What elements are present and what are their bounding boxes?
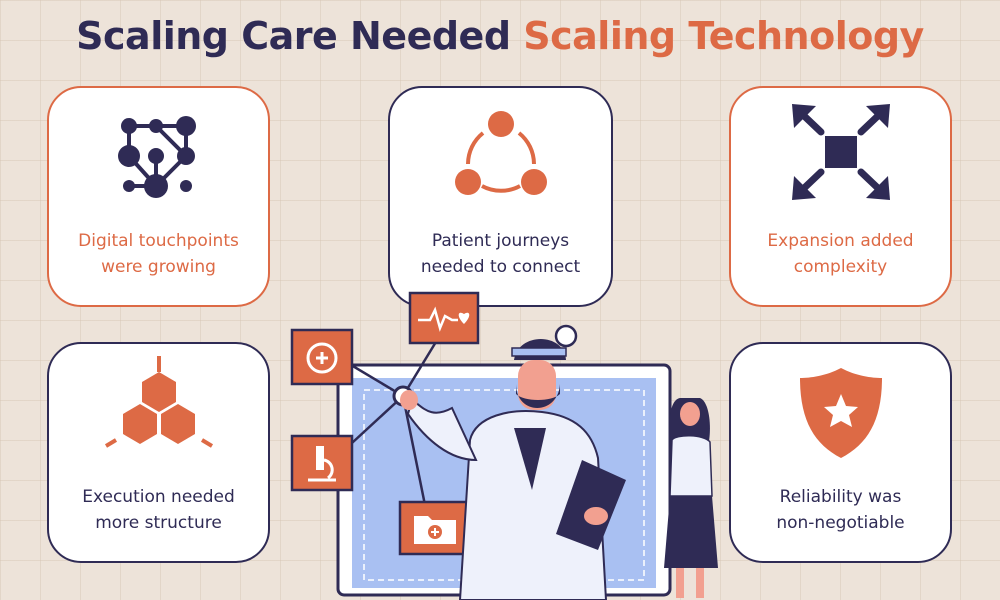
doctor-screen-illustration: [290, 291, 718, 600]
card-reliability: Reliability was non-negotiable: [729, 342, 952, 563]
connected-cycle-icon: [390, 102, 611, 202]
card-label: Reliability was non-negotiable: [776, 487, 905, 533]
title-part-2: Scaling Technology: [523, 14, 924, 58]
microscope-icon: [290, 434, 354, 492]
card-label: Patient journeys needed to connect: [420, 231, 581, 277]
woman-figure: [664, 398, 718, 598]
card-label: Expansion added complexity: [767, 231, 914, 277]
card-patient-journeys: Patient journeys needed to connect: [388, 86, 613, 307]
stethoscope-icon: [290, 328, 354, 386]
shield-star-icon: [731, 364, 950, 464]
card-label: Execution needed more structure: [82, 487, 235, 533]
hexagon-structure-icon: [49, 352, 268, 452]
network-nodes-icon: [49, 106, 268, 206]
heartbeat-icon: [408, 291, 480, 345]
doctor-figure: [400, 324, 626, 600]
card-execution: Execution needed more structure: [47, 342, 270, 563]
title-part-1: Scaling Care Needed: [76, 14, 511, 58]
page-title: Scaling Care Needed Scaling Technology: [0, 14, 1000, 74]
medical-folder-icon: [398, 500, 472, 556]
card-expansion: Expansion added complexity: [729, 86, 952, 307]
expand-arrows-icon: [731, 102, 950, 202]
card-label: Digital touchpoints were growing: [78, 231, 239, 277]
card-digital-touchpoints: Digital touchpoints were growing: [47, 86, 270, 307]
